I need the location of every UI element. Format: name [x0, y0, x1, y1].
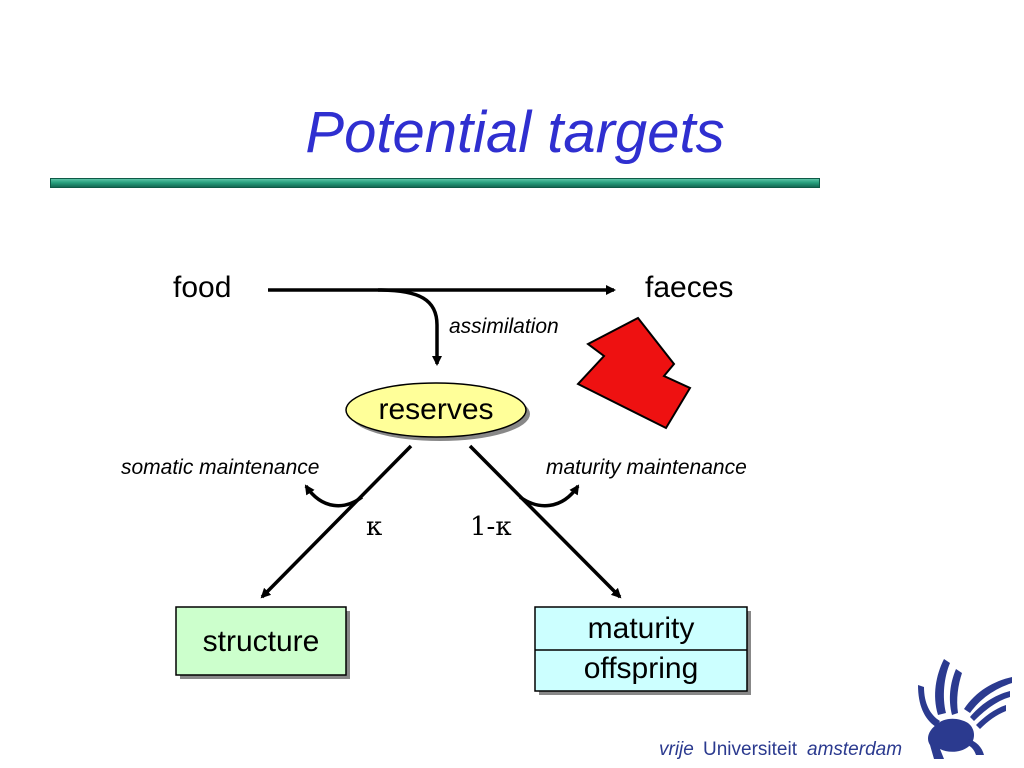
reserves-label: reserves	[378, 393, 494, 426]
logo-text-universiteit: Universiteit	[703, 739, 797, 760]
kappa-arrow-to-structure	[260, 444, 413, 599]
one-minus-kappa-arrow-to-maturity	[468, 444, 622, 599]
page-title: Potential targets	[305, 100, 725, 165]
somatic-maintenance-arrow	[304, 484, 364, 508]
faeces-label: faeces	[645, 271, 734, 304]
reserves-node	[345, 382, 527, 438]
logo-text-vrije: vrije	[659, 739, 694, 760]
assimilation-label: assimilation	[449, 315, 559, 338]
maturity-maintenance-arrow	[518, 484, 580, 508]
red-block-arrow-icon	[576, 316, 692, 430]
offspring-label: offspring	[583, 652, 699, 685]
title-underline-bar	[50, 178, 820, 188]
griffin-emblem-icon	[918, 659, 1012, 759]
structure-node	[175, 606, 347, 676]
assimilation-arrow	[377, 288, 442, 366]
maturity-label: maturity	[587, 612, 695, 645]
logo-text-amsterdam: amsterdam	[807, 739, 903, 760]
maturity-offspring-node	[534, 606, 748, 692]
maturity-maintenance-label: maturity maintenance	[546, 456, 747, 479]
structure-label: structure	[202, 625, 320, 658]
one-minus-kappa-label: 1-κ	[470, 512, 512, 542]
food-label: food	[173, 271, 232, 304]
somatic-maintenance-label: somatic maintenance	[121, 456, 320, 479]
kappa-label: κ	[366, 512, 383, 542]
